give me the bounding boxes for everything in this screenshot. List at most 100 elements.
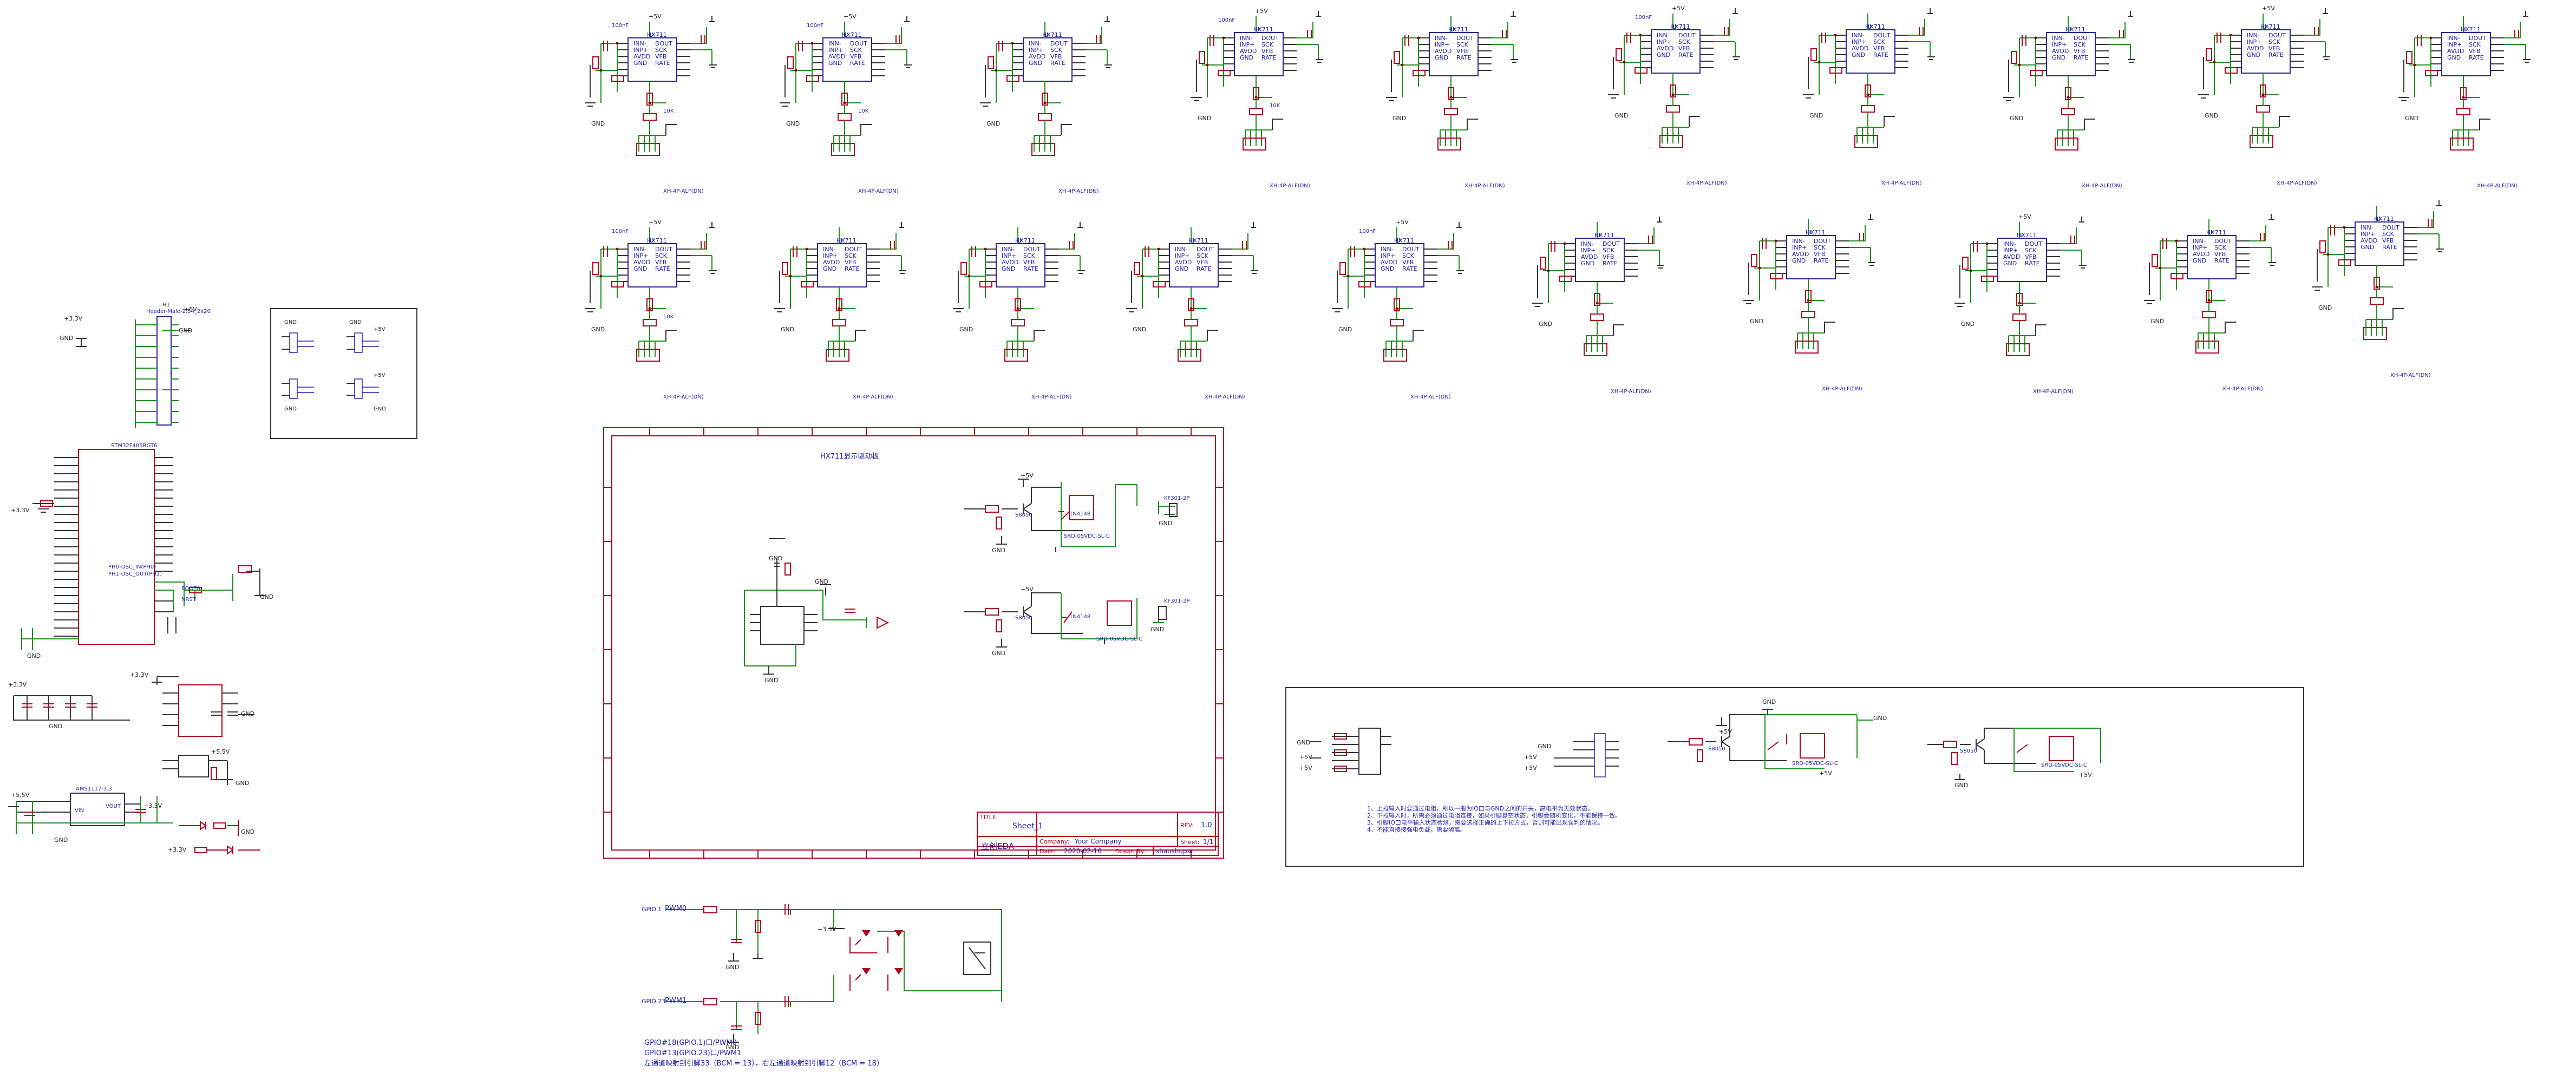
header-part: Header-Male-2.54_2x20 [146,309,211,315]
note-1: 1、上拉输入时要通过电阻，所以一般为IO口与GND之间的开关，高电平为无效状态。 [1367,805,1594,812]
v5-label: +5V [1819,770,1832,777]
v5-label: +5V [2018,213,2031,220]
cap-value: 100nF [1359,228,1376,234]
date-label: Date: [1039,848,1056,855]
ldo-part: AMS1117-3.3 [76,786,112,792]
gnd-label: GND [49,723,63,730]
v5-label: +5V [1021,586,1034,593]
ic-label: HX711 [2206,229,2226,236]
relay-channel-1 [964,479,1178,552]
note-3: 3、引脚IO口电平输入状态检测，需要选择正确的上下拉方式，否则可能出现误判的情况… [1367,819,1604,826]
connector-label: XH-4P-ALF(DN) [2477,183,2518,189]
v33-label: +3.3V [818,926,836,933]
gnd-label: GND [1159,520,1173,527]
connector-label: XH-4P-ALF(DN) [2277,180,2317,186]
relay-part-label: SRD-05VDC-SL-C [1792,761,1838,767]
terminal-label: KF301-2P [1164,495,1190,501]
connector-label: XH-4P-ALF(DN) [1031,394,1072,400]
ic-label: HX711 [647,31,667,38]
mcu-boot: BOOT0 [181,586,200,592]
v33-label: +3.3V [130,671,149,678]
ic-label: HX711 [836,237,857,244]
v5-label: +5V [1299,764,1312,772]
gnd-label: GND [591,326,605,333]
res-value: 10K [858,108,869,114]
connector-label: XH-4P-ALF(DN) [858,188,899,194]
gnd-label: GND [992,650,1006,657]
gnd-label: GND [2150,318,2165,325]
date-value: 2020-02-16 [1064,847,1102,855]
secondary-ic [152,676,254,737]
v33-label: +3.3V [11,507,30,514]
mcu-block [21,449,265,650]
gnd-label: GND [1297,739,1311,746]
v5-label: +5V [1524,764,1537,772]
gnd-label: GND [1538,743,1552,750]
gnd-label: GND [284,406,297,412]
rev-label: REV: [1180,822,1194,829]
gnd-label: GND [1198,115,1212,122]
eda-logo: 立创EDA [981,841,1015,851]
gnd-label: GND [236,780,250,787]
pwm-filter [666,904,1002,1043]
gnd-label: GND [2405,115,2419,122]
relay-part-label: SRD-05VDC-SL-C [1064,533,1110,539]
connector-label: XH-4P-ALF(DN) [2390,372,2431,378]
header-block [76,316,191,428]
drawn-label: Drawn By: [1115,848,1146,855]
connector-label: XH-4P-ALF(DN) [2033,389,2074,395]
title-block [977,812,1219,856]
connector-label: XH-4P-ALF(DN) [663,188,704,194]
gnd-label: GND [1392,115,1407,122]
gnd-label: GND [959,326,973,333]
gnd-label: GND [1954,782,1969,789]
mcu-osc-in: PH0-OSC_IN(PH0) [108,564,156,570]
relay-box-mid-ic [1554,733,1619,777]
connector-label: XH-4P-ALF(DN) [1881,180,1922,186]
connector-label: XH-4P-ALF(DN) [1410,394,1451,400]
gnd-label: GND [241,828,255,835]
gnd-label: GND [781,326,795,333]
gnd-label: GND [349,319,362,325]
gnd-label: GND [1539,321,1553,328]
relay-channel-2 [964,592,1167,648]
v5-label: +5V [1524,754,1537,761]
gnd-label: GND [725,1044,740,1051]
gnd-label: GND [2318,304,2332,311]
connector-label: XH-4P-ALF(DN) [1205,394,1245,400]
ic-label: HX711 [1015,237,1035,244]
ic-label: HX711 [1806,229,1826,236]
connector-label: XH-4P-ALF(DN) [2222,386,2263,392]
ic-label: HX711 [842,31,862,38]
footnote-1: GPIO#18(GPIO.1)口/PWM0 [644,1039,737,1047]
connector-label: XH-4P-ALF(DN) [663,394,704,400]
sheet-frame-inner [611,435,1216,851]
gnd-label: GND [179,327,193,334]
gpio-net: GPIO.1 [642,906,662,913]
connector-label: XH-4P-ALF(DN) [1058,188,1099,194]
gnd-label: GND [786,120,800,127]
ic-label: HX711 [1594,232,1614,239]
gnd-label: GND [815,578,829,585]
diode-label: 1N4148 [1069,614,1091,620]
connector-label: XH-4P-ALF(DN) [1611,389,1651,395]
connector-label: XH-4P-ALF(DN) [1822,386,1862,392]
ic-label: HX711 [2260,23,2280,30]
gnd-label: GND [1750,318,1764,325]
gnd-label: GND [986,120,1001,127]
ic-label: HX711 [1865,23,1885,30]
v5-label: +5V [2262,5,2275,12]
ic-label: HX711 [1188,237,1208,244]
gnd-label: GND [260,593,274,600]
ic-label: HX711 [1253,26,1273,33]
gnd-label: GND [60,335,74,342]
transistor-label: S8050 [1015,512,1032,518]
gnd-label: GND [769,555,783,562]
v5sb-label: +5.5V [11,792,30,799]
gnd-label: GND [1873,715,1887,722]
cap-value: 100nF [1218,17,1235,23]
connector-label: XH-4P-ALF(DN) [1686,180,1727,186]
gnd-label: GND [992,547,1006,554]
v33-label: +3.3V [168,846,187,853]
